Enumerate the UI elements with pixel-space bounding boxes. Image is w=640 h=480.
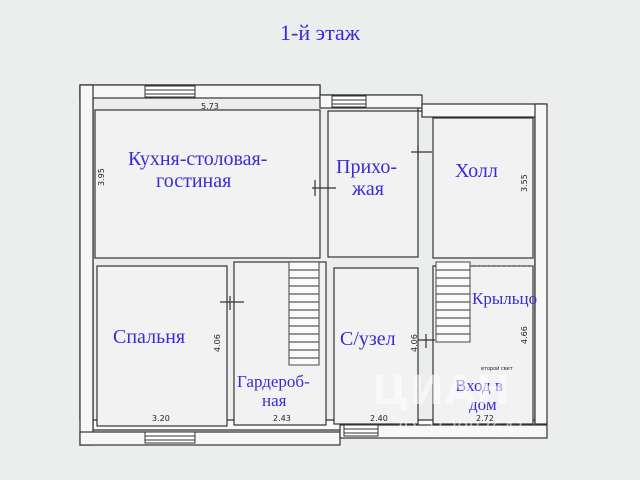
staircase xyxy=(288,261,320,366)
dim-kitchen-width: 5.73 xyxy=(201,102,219,111)
outer-wall-band xyxy=(421,103,546,118)
outer-wall-band xyxy=(79,431,341,446)
dim-wardrobe-width: 2.43 xyxy=(273,414,291,423)
watermark-id: ID 313987641 xyxy=(398,418,526,439)
second-light-note: второй свет xyxy=(481,366,513,372)
room-bathroom xyxy=(333,267,419,425)
staircase xyxy=(435,261,471,343)
room-bedroom xyxy=(96,265,228,427)
room-hallway xyxy=(327,110,419,258)
door xyxy=(220,145,435,348)
window xyxy=(144,431,196,444)
outer-wall-band xyxy=(534,103,548,425)
dim-hall-height: 3.55 xyxy=(520,174,529,192)
room-label-hall: Холл xyxy=(455,160,498,182)
room-label-porch: Крыльцо xyxy=(472,289,538,308)
dim-bedroom-width: 3.20 xyxy=(152,414,170,423)
room-hall xyxy=(432,117,534,259)
floor-title: 1-й этаж xyxy=(280,20,360,45)
room-label-entrance: Вход в дом xyxy=(455,376,503,414)
room-kitchen xyxy=(94,109,321,259)
outer-wall-band xyxy=(339,424,548,439)
dim-porch-height: 4.66 xyxy=(520,326,529,344)
room-label-hallway: Прихо- жая xyxy=(336,156,398,200)
outer-wall-band xyxy=(79,84,321,99)
dim-bathroom-width: 2.40 xyxy=(370,414,388,423)
room-label-bedroom: Спальня xyxy=(113,326,186,348)
window xyxy=(343,424,379,437)
window xyxy=(331,95,367,108)
dim-kitchen-height: 3.95 xyxy=(97,168,106,186)
outer-wall-band xyxy=(79,84,94,446)
dim-bedroom-height: 4.06 xyxy=(213,334,222,352)
room-label-kitchen: Кухня-столовая- гостиная xyxy=(128,148,268,192)
room-label-bathroom: С/узел xyxy=(340,328,396,350)
dim-bathroom-height: 4.06 xyxy=(410,334,419,352)
window xyxy=(144,85,196,98)
dim-entrance-width: 2.72 xyxy=(476,414,494,423)
watermark-logo: ЦИАН xyxy=(372,368,512,414)
room-label-wardrobe: Гардероб- ная xyxy=(237,372,310,410)
